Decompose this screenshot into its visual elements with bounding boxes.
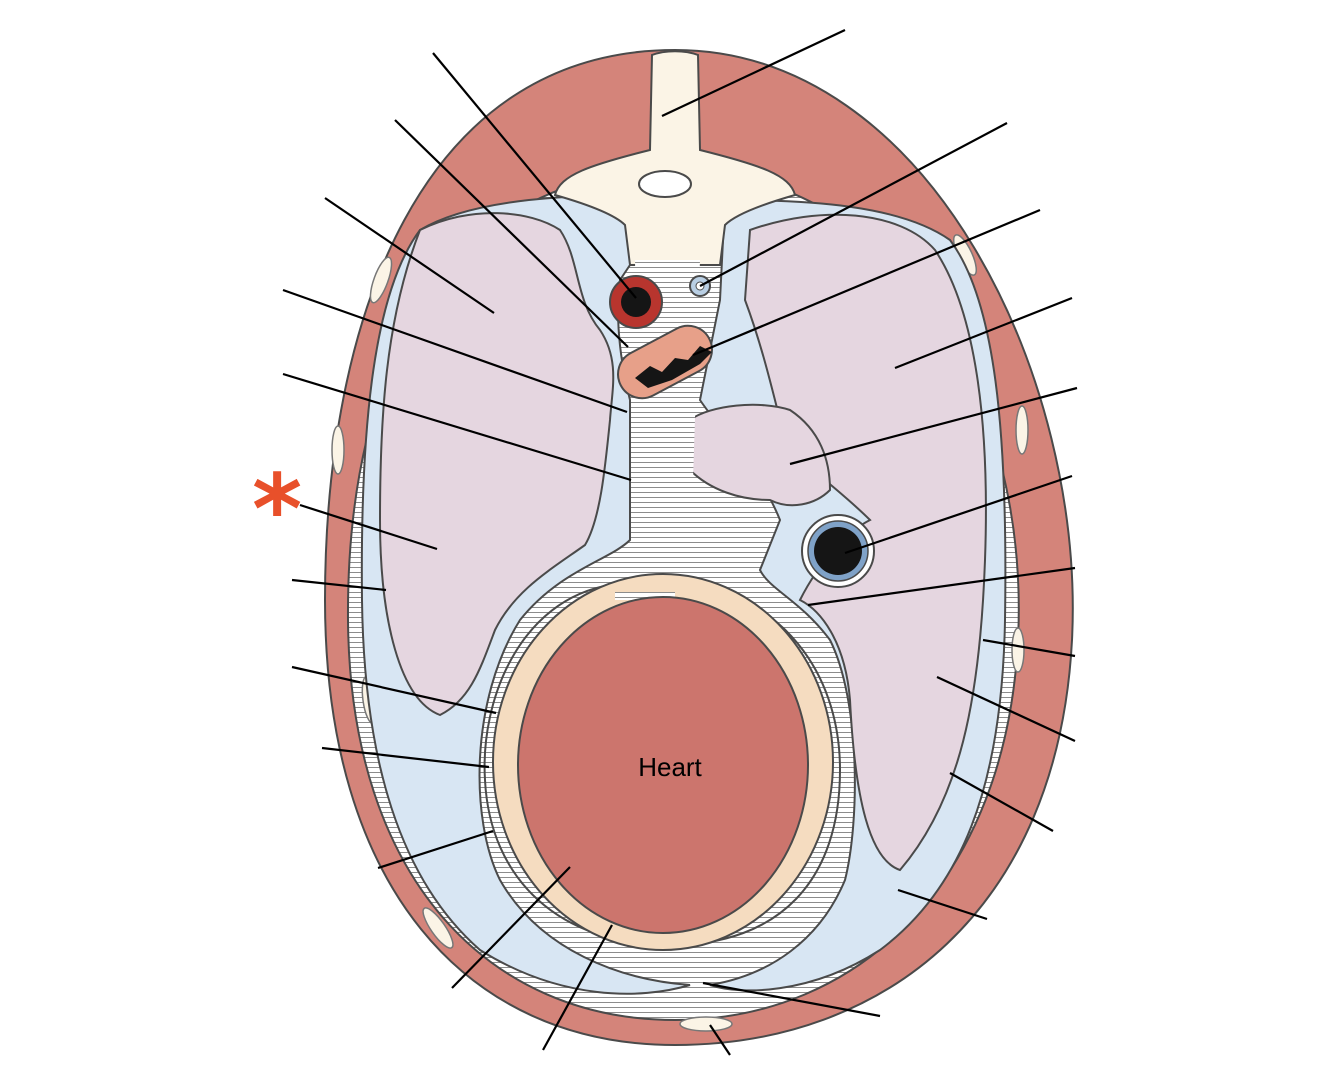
- leader-line: [394, 119, 629, 348]
- leader-line: [299, 503, 438, 551]
- heart-label: Heart: [638, 752, 702, 782]
- leader-line: [702, 981, 881, 1018]
- leader-line: [936, 676, 1076, 742]
- leader-line: [789, 386, 1078, 466]
- leader-line: [542, 924, 613, 1051]
- leader-line: [894, 296, 1073, 370]
- leader-line: [291, 665, 497, 715]
- rib: [331, 425, 345, 475]
- leader-line: [377, 829, 494, 870]
- left-lung-lobe: [689, 403, 832, 507]
- leader-line: [661, 29, 846, 117]
- sternum: [679, 1016, 733, 1032]
- asterisk-marker: *: [252, 454, 303, 566]
- rib: [422, 907, 454, 949]
- leader-line: [844, 474, 1073, 555]
- leader-lines: [282, 29, 1078, 1056]
- leader-line: [709, 1024, 731, 1056]
- vertebra: [553, 50, 797, 266]
- leader-line: [807, 566, 1076, 607]
- rib: [1011, 627, 1025, 673]
- leader-line: [897, 888, 988, 921]
- leader-line: [432, 52, 637, 299]
- left-vessel-lumen: [814, 527, 862, 575]
- spinal-canal: [638, 170, 692, 198]
- leader-line: [282, 288, 628, 414]
- heart: [517, 596, 809, 934]
- leader-line: [282, 372, 632, 482]
- right-lung: [378, 212, 615, 717]
- leader-line: [982, 638, 1076, 658]
- leader-line: [692, 208, 1041, 357]
- leader-line: [291, 578, 387, 592]
- leader-line: [699, 122, 1008, 287]
- leader-line: [451, 866, 571, 989]
- rib: [1015, 405, 1029, 455]
- rib: [369, 256, 393, 304]
- leader-line: [949, 772, 1054, 832]
- leader-line: [321, 746, 490, 769]
- aorta-lumen: [621, 287, 651, 317]
- esophagus-lumen: [635, 346, 712, 388]
- leader-line: [324, 197, 495, 314]
